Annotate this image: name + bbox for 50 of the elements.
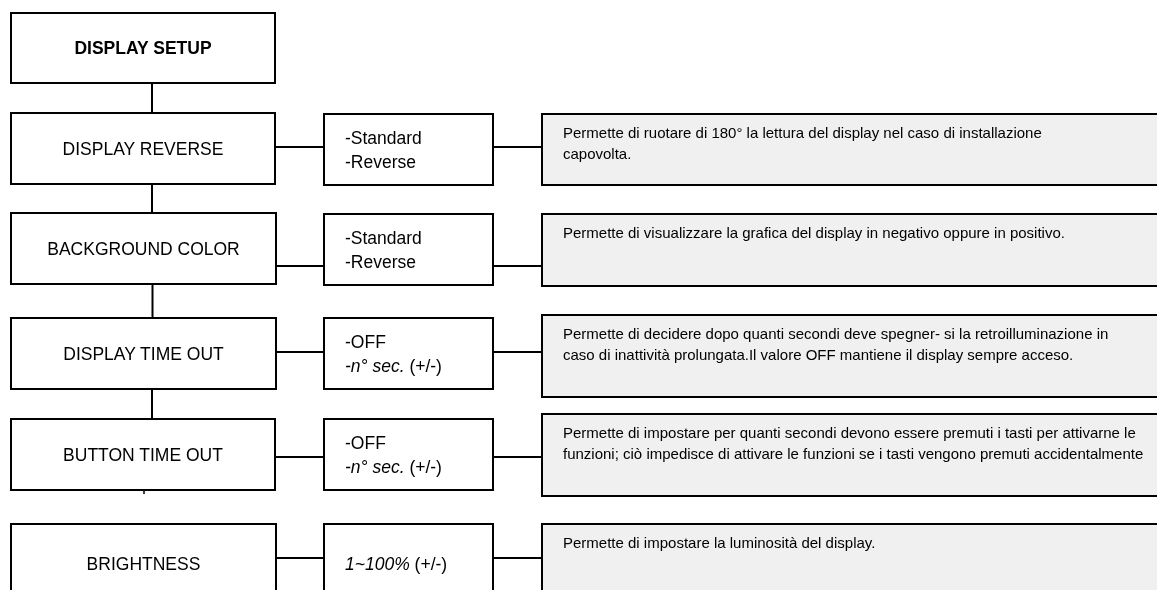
description-text: Permette di impostare per quanti secondi devono essere premuti i tasti per attivarne le funzioni; ciò impedisce di attivare le funzioni se i tasti vengono premuti accidentalmente	[563, 423, 1145, 464]
option-box	[323, 113, 494, 186]
menu-item-label: DISPLAY TIME OUT	[63, 342, 224, 366]
option-text: -n° sec. (+/-)	[345, 455, 442, 479]
menu-item-box	[10, 418, 276, 491]
description-box	[541, 314, 1157, 398]
option-box	[323, 317, 494, 390]
menu-item-label: DISPLAY SETUP	[74, 37, 212, 60]
option-box	[323, 523, 494, 590]
description-text: Permette di impostare la luminosità del display.	[563, 533, 877, 553]
menu-item-box	[10, 523, 277, 590]
connector-line	[151, 284, 154, 318]
option-box	[323, 213, 494, 286]
connector-line	[276, 557, 324, 559]
connector-line	[275, 146, 324, 148]
menu-item-box	[10, 112, 276, 185]
menu-item-label: BUTTON TIME OUT	[63, 443, 223, 467]
option-text: -Reverse	[345, 250, 416, 274]
menu-item-box	[10, 317, 277, 390]
description-box	[541, 413, 1157, 497]
option-text: -Standard	[345, 126, 422, 150]
description-box	[541, 523, 1157, 590]
connector-line	[151, 389, 153, 419]
connector-line	[493, 557, 542, 559]
connector-line	[493, 456, 542, 458]
connector-line	[493, 351, 542, 353]
connector-line	[276, 265, 324, 267]
connector-line	[493, 146, 542, 148]
menu-item-label: BRIGHTNESS	[86, 553, 201, 576]
menu-item-box	[10, 212, 277, 285]
connector-line	[493, 265, 542, 267]
option-text: 1~100% (+/-)	[345, 553, 448, 576]
description-text: Permette di visualizzare la grafica del display in negativo oppure in positivo.	[563, 223, 1066, 243]
connector-line	[151, 184, 153, 213]
option-text: -OFF	[345, 431, 386, 455]
connector-line	[151, 83, 153, 113]
connector-line	[275, 456, 324, 458]
description-box	[541, 113, 1157, 186]
menu-item-label: BACKGROUND COLOR	[47, 237, 240, 261]
option-box	[323, 418, 494, 491]
menu-item-label: DISPLAY REVERSE	[62, 137, 224, 161]
option-text: -Standard	[345, 226, 422, 250]
menu-item-box	[10, 12, 276, 84]
option-text: -Reverse	[345, 150, 416, 174]
connector-line	[276, 351, 324, 353]
option-text: -OFF	[345, 330, 386, 354]
description-text: Permette di ruotare di 180° la lettura del display nel caso di installazione capovolta.	[563, 123, 1043, 164]
description-text: Permette di decidere dopo quanti secondi deve spegner- si la retroilluminazione in caso di inattività prolungata.Il valore OFF mantiene il display sempre acceso.	[563, 324, 1110, 365]
option-text: -n° sec. (+/-)	[345, 354, 442, 378]
description-box	[541, 213, 1157, 287]
